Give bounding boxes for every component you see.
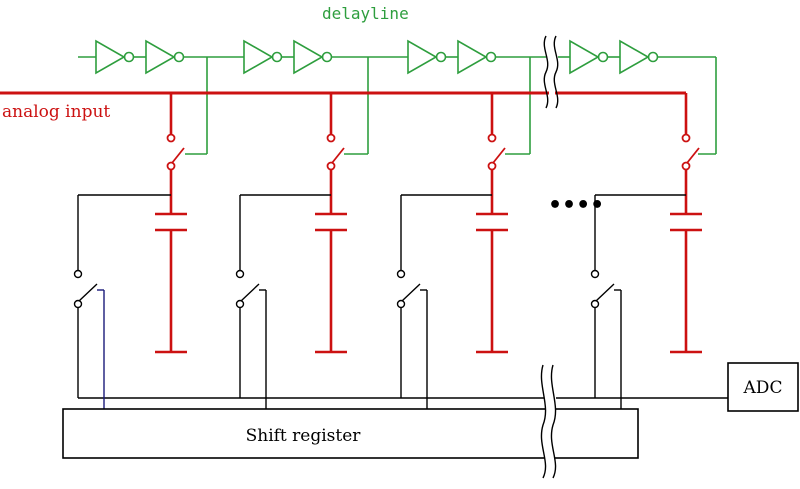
readout-switch-1 <box>73 269 83 279</box>
readout-switch-2 <box>235 269 245 279</box>
readout-wiring <box>73 194 728 409</box>
delayline-label: delayline <box>322 4 409 23</box>
sample-switch-1 <box>166 133 185 171</box>
sample-stage-4 <box>670 93 702 354</box>
inverter-pair-1 <box>95 39 185 75</box>
ellipsis-dots: •••• <box>548 193 604 218</box>
break-mark-bottom <box>540 364 557 479</box>
shift-register-label: Shift register <box>246 426 362 446</box>
sample-stage-2 <box>315 93 347 354</box>
sample-stage-1 <box>155 93 187 354</box>
inverter-pair-2 <box>243 39 333 75</box>
sample-switch-3 <box>487 133 506 171</box>
readout-switch-4 <box>590 269 600 279</box>
sample-switch-2 <box>326 133 345 171</box>
sample-switch-4 <box>681 133 700 171</box>
control-line-1 <box>97 289 105 409</box>
delayline <box>78 39 717 155</box>
adc-label: ADC <box>743 378 783 398</box>
sample-stage-3 <box>476 93 508 354</box>
adc-block: ADC <box>727 362 799 412</box>
inverter-pair-3 <box>407 39 497 75</box>
inverter-pair-4 <box>569 39 659 75</box>
break-mark-top <box>543 35 559 109</box>
analog-input-label: analog input <box>2 102 110 122</box>
readout-switch-3 <box>396 269 406 279</box>
